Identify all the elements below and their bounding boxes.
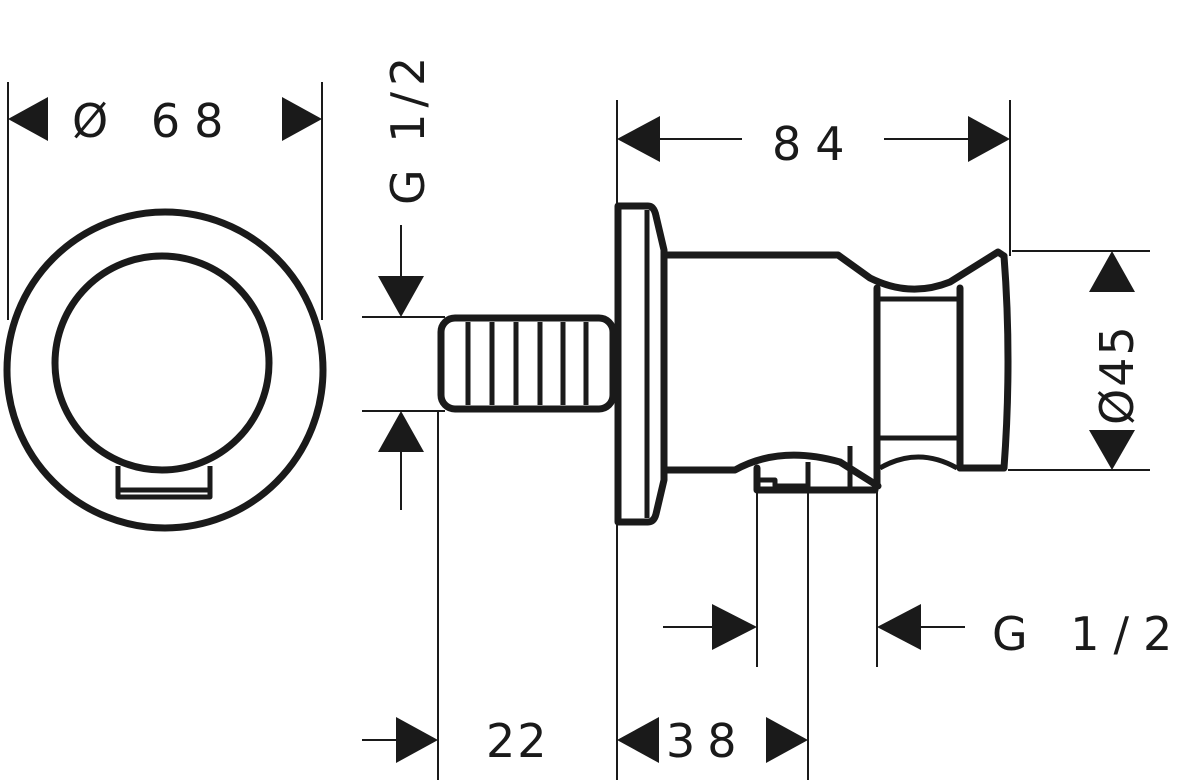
arrow-22 xyxy=(396,717,438,763)
arrow-38-right xyxy=(766,717,808,763)
body-bottom-contour xyxy=(660,451,882,490)
diameter-68-label: Ø 68 xyxy=(72,94,237,148)
outlet-thread-label: G 1/2 xyxy=(992,607,1186,661)
arrow-45-up xyxy=(1089,251,1135,292)
arrow-84-left xyxy=(617,116,660,162)
diameter-45-dimension: Ø45 xyxy=(1008,250,1150,471)
body-top-contour xyxy=(660,248,1008,293)
length-22-label: 22 xyxy=(486,714,549,768)
length-22-dimension: 22 xyxy=(362,412,618,780)
arrow-up xyxy=(378,411,424,452)
outlet-step xyxy=(760,477,806,489)
arrow-outlet-left xyxy=(877,604,921,650)
front-view: Ø 68 xyxy=(3,82,327,532)
dimension-arrow-right xyxy=(282,97,322,141)
length-38-label: 38 xyxy=(666,714,749,768)
outlet-thread-dimension: G 1/2 xyxy=(663,488,1186,667)
inlet-thread-label: G 1/2 xyxy=(381,51,435,205)
threaded-inlet xyxy=(437,314,617,413)
arrow-down xyxy=(378,276,424,317)
thread-body xyxy=(437,314,617,413)
arrow-outlet-right xyxy=(712,604,757,650)
arrow-45-down xyxy=(1089,430,1135,470)
outlet-connector xyxy=(753,464,879,494)
arrow-84-right xyxy=(968,116,1010,162)
side-view: G 1/2 xyxy=(362,51,1186,780)
inner-body-circle xyxy=(51,252,273,474)
main-body xyxy=(660,248,1012,494)
holder-tab xyxy=(115,466,213,500)
inlet-thread-dimension: G 1/2 xyxy=(362,51,445,510)
arrow-38-left xyxy=(617,717,659,763)
length-84-label: 84 xyxy=(772,117,859,171)
ring-bottom-arc xyxy=(878,454,959,471)
outer-flange-circle xyxy=(3,208,327,532)
wall-flange xyxy=(614,202,668,526)
dimension-arrow-left xyxy=(8,97,48,141)
diameter-45-label: Ø45 xyxy=(1090,324,1144,425)
length-84-dimension: 84 xyxy=(616,100,1011,256)
length-38-dimension: 38 xyxy=(617,490,809,780)
front-cap xyxy=(956,252,1012,472)
flange-outline xyxy=(614,202,668,526)
